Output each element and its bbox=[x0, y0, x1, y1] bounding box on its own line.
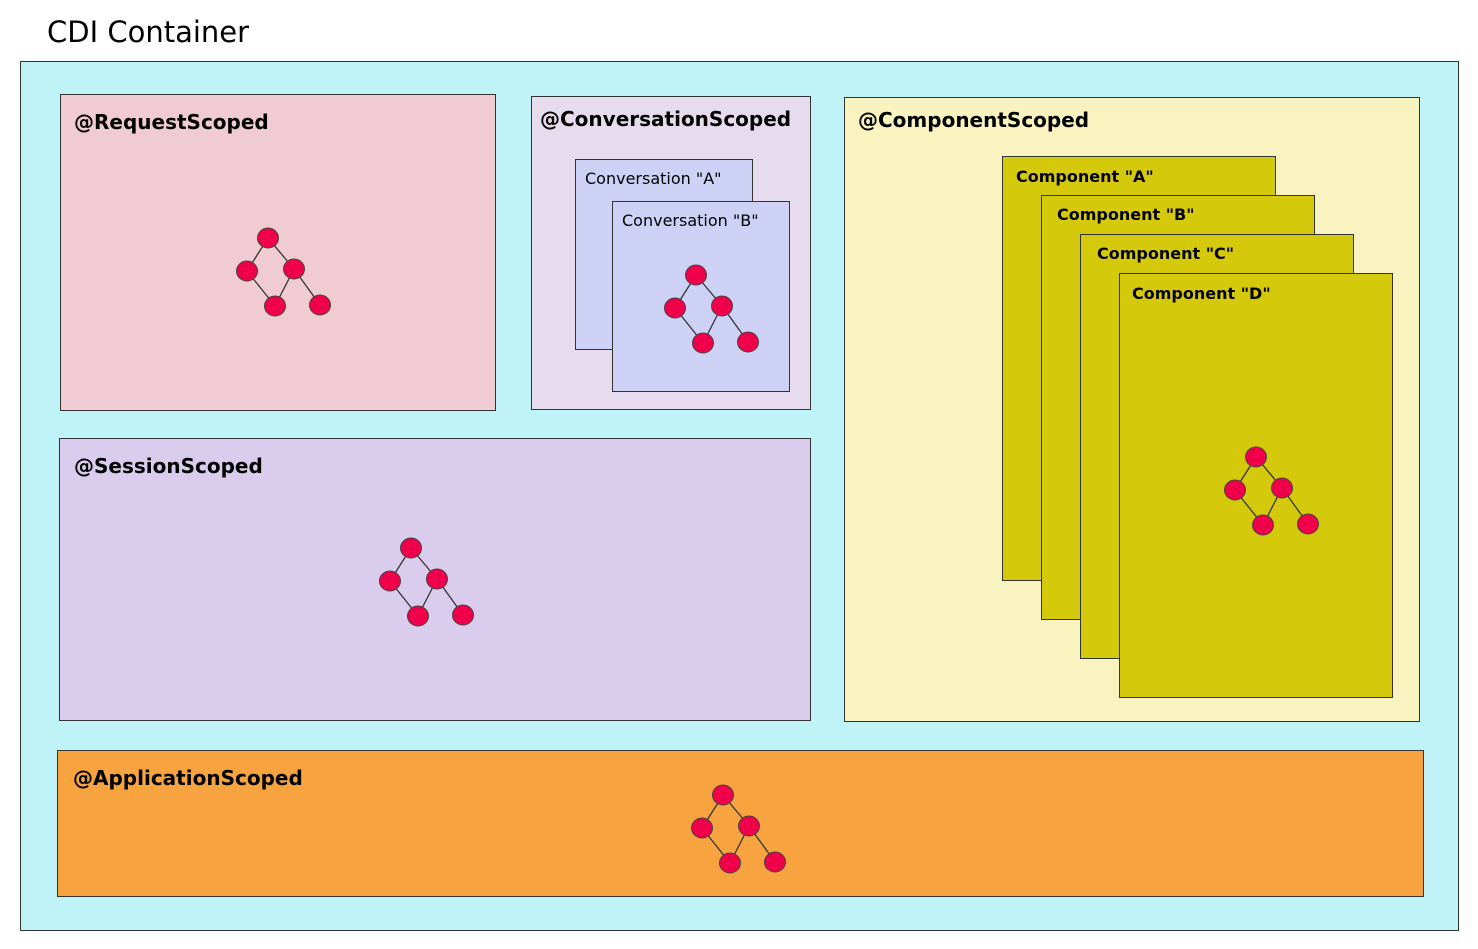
conversation-b-label: Conversation "B" bbox=[622, 211, 759, 230]
bean-tree-icon bbox=[664, 264, 759, 354]
component-b-label: Component "B" bbox=[1057, 205, 1195, 224]
diagram-title: CDI Container bbox=[47, 15, 250, 49]
bean-tree-icon bbox=[691, 784, 786, 874]
component-d-box: Component "D" bbox=[1119, 273, 1393, 698]
request-scope-box: @RequestScoped bbox=[60, 94, 496, 411]
component-scope-label: @ComponentScoped bbox=[858, 108, 1090, 132]
conversation-scope-label: @ConversationScoped bbox=[540, 107, 792, 131]
component-d-label: Component "D" bbox=[1132, 284, 1271, 303]
bean-tree-icon bbox=[1224, 446, 1319, 536]
bean-tree-icon bbox=[379, 537, 474, 627]
conversation-a-label: Conversation "A" bbox=[585, 169, 722, 188]
component-c-label: Component "C" bbox=[1097, 244, 1235, 263]
session-scope-label: @SessionScoped bbox=[74, 454, 263, 478]
conversation-b-box: Conversation "B" bbox=[612, 201, 790, 392]
application-scope-label: @ApplicationScoped bbox=[73, 766, 303, 790]
bean-tree-icon bbox=[236, 227, 331, 317]
component-a-label: Component "A" bbox=[1016, 167, 1154, 186]
request-scope-label: @RequestScoped bbox=[74, 110, 269, 134]
